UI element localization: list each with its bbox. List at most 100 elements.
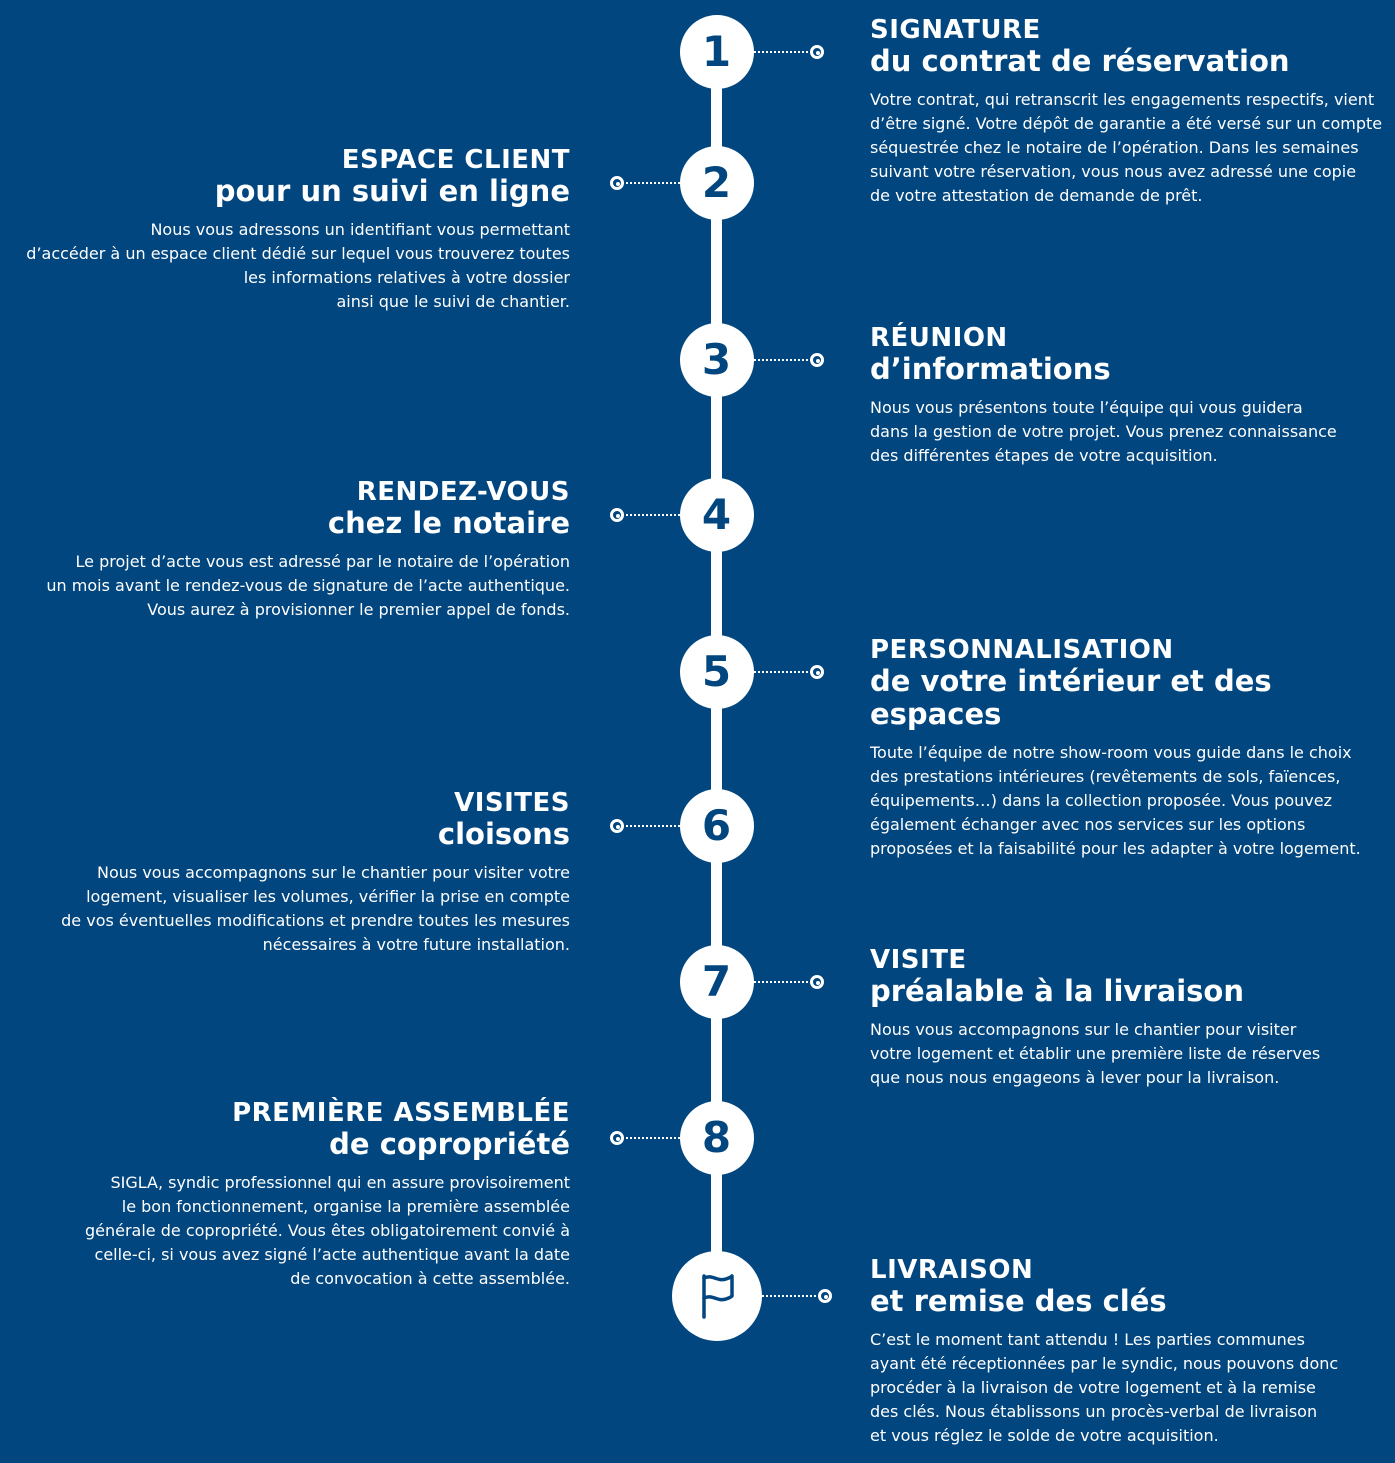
description-line: Vous aurez à provisionner le premier app…: [147, 600, 570, 619]
description-line: dans la gestion de votre projet. Vous pr…: [870, 422, 1337, 441]
step-subtitle: et remise des clés: [870, 1284, 1167, 1318]
connector-dotted-line: [621, 514, 684, 516]
step-title: LIVRAISON: [870, 1255, 1034, 1285]
description-line: C’est le moment tant attendu ! Les parti…: [870, 1330, 1305, 1349]
step-circle: 1: [679, 15, 754, 89]
description-line: les informations relatives à votre dossi…: [243, 268, 570, 287]
step-subtitle: préalable à la livraison: [870, 974, 1244, 1008]
description-line: d’accéder à un espace client dédié sur l…: [26, 244, 570, 263]
description-line: celle-ci, si vous avez signé l’acte auth…: [94, 1245, 570, 1264]
step-subtitle: cloisons: [437, 817, 570, 851]
description-line: suivant votre réservation, vous nous ave…: [870, 162, 1357, 181]
step-title: ESPACE CLIENT: [341, 145, 570, 175]
target-dot-icon: [809, 665, 824, 679]
connector-dotted-line: [749, 359, 812, 361]
step-number: 8: [701, 1113, 732, 1162]
description-line: Nous vous accompagnons sur le chantier p…: [97, 863, 570, 882]
step-circle: 8: [679, 1101, 754, 1175]
step-title: RENDEZ-VOUS: [356, 477, 570, 507]
step-title: PERSONNALISATION: [870, 635, 1174, 665]
target-dot-icon: [809, 353, 824, 367]
description-line: de votre attestation de demande de prêt.: [870, 186, 1203, 205]
description-line: Nous vous adressons un identifiant vous …: [150, 220, 570, 239]
step-number: 5: [701, 647, 732, 696]
connector-dotted-line: [621, 825, 684, 827]
connector-dotted-line: [749, 671, 812, 673]
step-description: Nous vous accompagnons sur le chantier p…: [870, 1018, 1390, 1090]
description-line: SIGLA, syndic professionnel qui en assur…: [110, 1173, 570, 1192]
step-description: Le projet d’acte vous est adressé par le…: [0, 550, 570, 622]
description-line: ainsi que le suivi de chantier.: [336, 292, 570, 311]
description-line: de convocation à cette assemblée.: [290, 1269, 570, 1288]
step-description: Toute l’équipe de notre show-room vous g…: [870, 741, 1390, 861]
description-line: Votre contrat, qui retranscrit les engag…: [870, 90, 1375, 109]
step-description: Nous vous adressons un identifiant vous …: [0, 218, 570, 314]
step-subtitle: d’informations: [870, 352, 1111, 386]
step-subtitle: de copropriété: [329, 1127, 570, 1161]
description-line: Toute l’équipe de notre show-room vous g…: [870, 743, 1352, 762]
step-title: VISITE: [870, 945, 967, 975]
step-number: 7: [701, 957, 732, 1006]
step-subtitle: chez le notaire: [327, 506, 570, 540]
description-line: équipements…) dans la collection proposé…: [870, 791, 1332, 810]
step-title: RÉUNION: [870, 323, 1008, 353]
target-dot-icon: [817, 1289, 832, 1303]
target-dot-icon: [609, 1131, 624, 1145]
connector-dotted-line: [749, 51, 812, 53]
description-line: nécessaires à votre future installation.: [262, 935, 570, 954]
target-dot-icon: [609, 508, 624, 522]
flag-icon: [701, 1274, 734, 1319]
step-description: Votre contrat, qui retranscrit les engag…: [870, 88, 1390, 208]
step-title: VISITES: [454, 788, 570, 818]
description-line: des prestations intérieures (revêtements…: [870, 767, 1341, 786]
description-line: votre logement et établir une première l…: [870, 1044, 1321, 1063]
connector-dotted-line: [757, 1295, 820, 1297]
connector-dotted-line: [749, 981, 812, 983]
step-subtitle: pour un suivi en ligne: [214, 174, 570, 208]
description-line: générale de copropriété. Vous êtes oblig…: [84, 1221, 570, 1240]
description-line: Nous vous présentons toute l’équipe qui …: [870, 398, 1303, 417]
step-description: Nous vous présentons toute l’équipe qui …: [870, 396, 1390, 468]
description-line: proposées et la faisabilité pour les ada…: [870, 839, 1361, 858]
step-description: Nous vous accompagnons sur le chantier p…: [0, 861, 570, 957]
target-dot-icon: [809, 975, 824, 989]
description-line: séquestrée chez le notaire de l’opératio…: [870, 138, 1359, 157]
step-circle: [671, 1251, 762, 1341]
step-subtitle: de votre intérieur et des espaces: [870, 664, 1272, 731]
description-line: et vous réglez le solde de votre acquisi…: [870, 1426, 1219, 1445]
description-line: des clés. Nous établissons un procès-ver…: [870, 1402, 1318, 1421]
step-number: 4: [701, 490, 732, 539]
description-line: d’être signé. Votre dépôt de garantie a …: [870, 114, 1383, 133]
step-number: 1: [701, 27, 732, 76]
target-dot-icon: [809, 45, 824, 59]
step-number: 6: [701, 801, 732, 850]
step-number: 3: [701, 335, 732, 384]
step-circle: 7: [679, 945, 754, 1019]
target-dot-icon: [609, 819, 624, 833]
step-circle: 5: [679, 635, 754, 709]
step-circle: 4: [679, 478, 754, 552]
description-line: que nous nous engageons à lever pour la …: [870, 1068, 1280, 1087]
step-description: SIGLA, syndic professionnel qui en assur…: [0, 1171, 570, 1291]
step-title: PREMIÈRE ASSEMBLÉE: [232, 1098, 570, 1128]
connector-dotted-line: [621, 1137, 684, 1139]
description-line: le bon fonctionnement, organise la premi…: [121, 1197, 570, 1216]
step-description: C’est le moment tant attendu ! Les parti…: [870, 1328, 1390, 1448]
description-line: un mois avant le rendez-vous de signatur…: [46, 576, 570, 595]
description-line: logement, visualiser les volumes, vérifi…: [86, 887, 570, 906]
description-line: ayant été réceptionnées par le syndic, n…: [870, 1354, 1339, 1373]
step-circle: 3: [679, 323, 754, 397]
step-title: SIGNATURE: [870, 15, 1041, 45]
step-circle: 2: [679, 146, 754, 220]
description-line: Nous vous accompagnons sur le chantier p…: [870, 1020, 1297, 1039]
